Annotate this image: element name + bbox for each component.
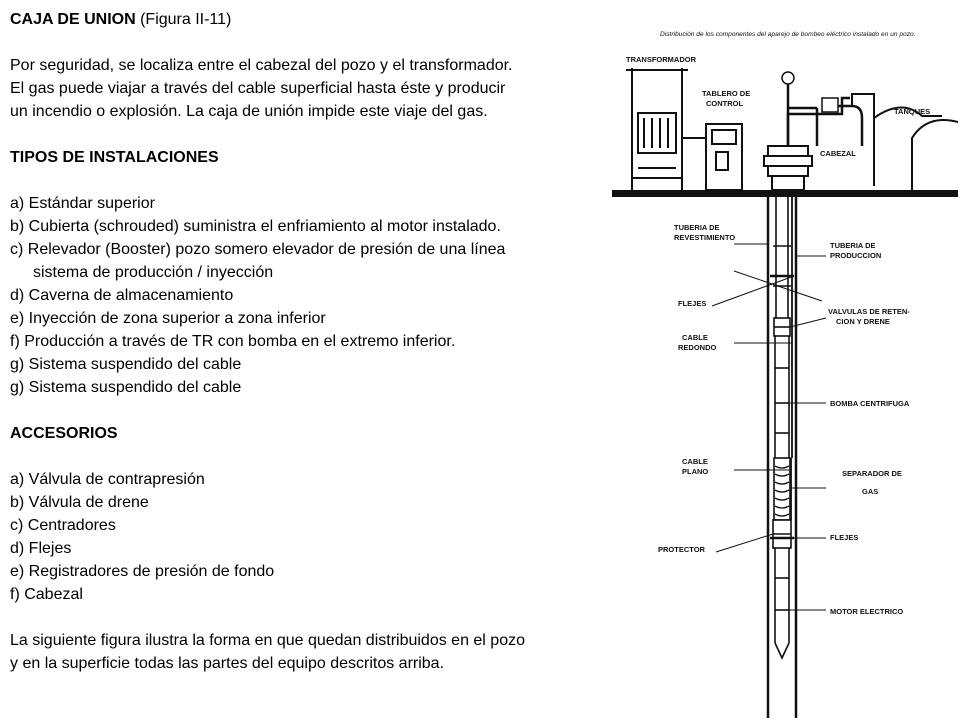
tipos-item: a) Estándar superior <box>10 195 155 212</box>
label-valvulas-2: CION Y DRENE <box>836 317 890 326</box>
caja-line: Por seguridad, se localiza entre el cabe… <box>10 57 513 74</box>
label-cable-plano-2: PLANO <box>682 467 708 476</box>
label-cable-redondo-2: REDONDO <box>678 343 717 352</box>
label-tablero-2: CONTROL <box>706 99 743 108</box>
figure-caption: Distribución de los componentes del apar… <box>660 31 916 38</box>
closing-line: La siguiente figura ilustra la forma en … <box>10 632 525 649</box>
caja-title: CAJA DE UNION (Figura II-11) <box>10 8 610 31</box>
tipos-item: g) Sistema suspendido del cable <box>10 379 242 396</box>
tipos-item: d) Caverna de almacenamiento <box>10 287 234 304</box>
label-bomba-centrifuga: BOMBA CENTRIFUGA <box>830 399 910 408</box>
tipos-item: c) Relevador (Booster) pozo somero eleva… <box>10 241 506 258</box>
tipos-item: f) Producción a través de TR con bomba e… <box>10 333 456 350</box>
label-cable-redondo-1: CABLE <box>682 333 708 342</box>
ground-line <box>612 190 958 197</box>
gas-separator-drawing <box>773 457 791 521</box>
caja-line: El gas puede viajar a través del cable s… <box>10 80 506 97</box>
tipos-heading: TIPOS DE INSTALACIONES <box>10 149 219 166</box>
label-transformador: TRANSFORMADOR <box>626 55 697 64</box>
pump-drawing <box>774 336 790 458</box>
production-tubing-drawing <box>773 197 791 318</box>
caja-title-bold: CAJA DE UNION <box>10 11 136 28</box>
label-separador-2: GAS <box>862 487 878 496</box>
label-protector: PROTECTOR <box>658 545 706 554</box>
label-cabezal: CABEZAL <box>820 149 856 158</box>
surface-piping-drawing <box>781 71 958 190</box>
protector-drawing <box>772 519 792 549</box>
label-tablero-1: TABLERO DE <box>702 89 750 98</box>
wellhead-drawing <box>763 145 813 191</box>
control-panel-drawing <box>682 123 743 191</box>
label-tanques: TANQUES <box>894 107 930 116</box>
casing-drawing <box>766 197 798 718</box>
label-separador-1: SEPARADOR DE <box>842 469 902 478</box>
label-tuberia-revestimiento-2: REVESTIMIENTO <box>674 233 735 242</box>
bands-drawing <box>770 274 794 540</box>
label-cable-plano-1: CABLE <box>682 457 708 466</box>
text-column: CAJA DE UNION (Figura II-11) Por segurid… <box>10 8 610 675</box>
accesorios-item: c) Centradores <box>10 517 116 534</box>
transformer-drawing <box>626 68 688 190</box>
power-cable-drawing <box>790 197 793 520</box>
accesorios-heading: ACCESORIOS <box>10 425 118 442</box>
accesorios-item: d) Flejes <box>10 540 72 557</box>
label-flejes-right: FLEJES <box>830 533 858 542</box>
accesorios-item: a) Válvula de contrapresión <box>10 471 205 488</box>
label-tuberia-produccion-1: TUBERIA DE <box>830 241 876 250</box>
label-valvulas-1: VALVULAS DE RETEN- <box>828 307 910 316</box>
label-motor-electrico: MOTOR ELECTRICO <box>830 607 903 616</box>
leader-lines <box>711 243 827 611</box>
accesorios-item: e) Registradores de presión de fondo <box>10 563 275 580</box>
label-flejes-left: FLEJES <box>678 299 706 308</box>
tipos-item-continuation: sistema de producción / inyección <box>33 264 274 281</box>
tipos-item: b) Cubierta (schrouded) suministra el en… <box>10 218 501 235</box>
closing-line: y en la superficie todas las partes del … <box>10 655 445 672</box>
label-tuberia-produccion-2: PRODUCCION <box>830 251 881 260</box>
tipos-item: e) Inyección de zona superior a zona inf… <box>10 310 326 327</box>
tipos-item: g) Sistema suspendido del cable <box>10 356 242 373</box>
accesorios-item: f) Cabezal <box>10 586 83 603</box>
caja-title-rest: (Figura II-11) <box>135 11 232 28</box>
accesorios-item: b) Válvula de drene <box>10 494 149 511</box>
caja-line: un incendio o explosión. La caja de unió… <box>10 103 488 120</box>
label-tuberia-revestimiento-1: TUBERIA DE <box>674 223 720 232</box>
valves-drawing <box>773 317 791 337</box>
pump-distribution-figure: Distribución de los componentes del apar… <box>612 18 958 718</box>
motor-drawing <box>774 548 790 660</box>
